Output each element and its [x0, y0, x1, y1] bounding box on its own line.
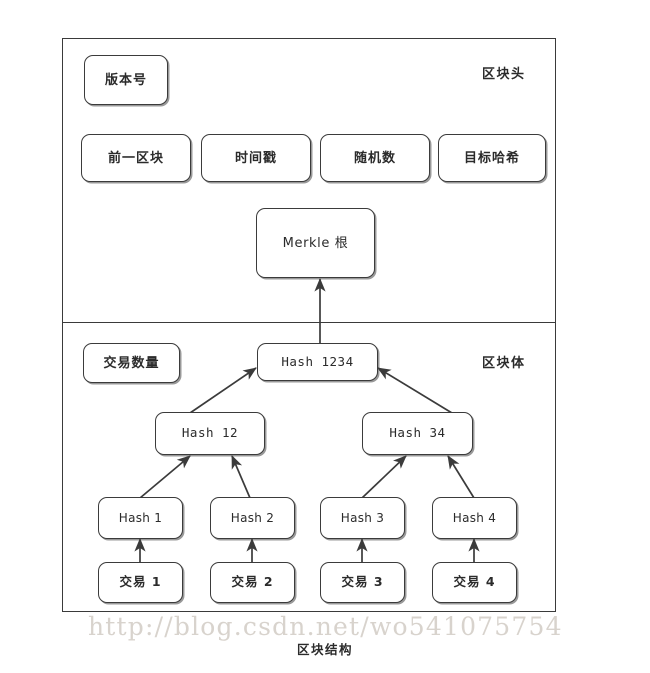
- transaction-3-label: 交易 3: [341, 574, 384, 590]
- hash-34-label: Hash 34: [389, 425, 446, 441]
- hash-1-label: Hash 1: [118, 511, 163, 525]
- block-body-tag: 区块体: [482, 356, 526, 371]
- hash-3-box: Hash 3: [320, 497, 405, 539]
- transaction-1-box: 交易 1: [98, 562, 183, 603]
- hash-34-box: Hash 34: [362, 412, 473, 455]
- hash-3-label: Hash 3: [340, 511, 385, 525]
- hash-12-box: Hash 12: [155, 412, 265, 455]
- hash-1234-box: Hash 1234: [257, 343, 378, 381]
- hash-4-box: Hash 4: [432, 497, 517, 539]
- prev-block-label: 前一区块: [107, 150, 164, 166]
- timestamp-box: 时间戳: [201, 134, 311, 182]
- hash-1-box: Hash 1: [98, 497, 183, 539]
- hash-4-label: Hash 4: [452, 511, 497, 525]
- hash-2-label: Hash 2: [230, 511, 275, 525]
- transaction-1-label: 交易 1: [119, 574, 162, 590]
- transaction-2-box: 交易 2: [210, 562, 295, 603]
- hash-1234-label: Hash 1234: [281, 353, 354, 369]
- prev-block-box: 前一区块: [81, 134, 191, 182]
- target-hash-label: 目标哈希: [463, 150, 520, 166]
- merkle-root-box: Merkle 根: [256, 208, 375, 278]
- target-hash-box: 目标哈希: [438, 134, 546, 182]
- tx-count-box: 交易数量: [83, 343, 180, 383]
- nonce-label: 随机数: [353, 150, 396, 166]
- hash-12-label: Hash 12: [181, 425, 239, 441]
- csdn-watermark: http://blog.csdn.net/wo541075754: [88, 612, 563, 641]
- tx-count-label: 交易数量: [103, 355, 160, 371]
- nonce-box: 随机数: [320, 134, 430, 182]
- block-header-tag: 区块头: [482, 67, 526, 82]
- transaction-3-box: 交易 3: [320, 562, 405, 603]
- diagram-caption: 区块结构: [296, 642, 353, 657]
- version-label: 版本号: [104, 72, 147, 88]
- transaction-4-box: 交易 4: [432, 562, 517, 603]
- block-outer-frame: [62, 38, 556, 612]
- version-box: 版本号: [84, 55, 168, 105]
- merkle-root-label: Merkle 根: [282, 235, 349, 251]
- timestamp-label: 时间戳: [234, 150, 277, 166]
- transaction-4-label: 交易 4: [453, 574, 496, 590]
- hash-2-box: Hash 2: [210, 497, 295, 539]
- header-body-divider: [62, 322, 556, 323]
- transaction-2-label: 交易 2: [231, 574, 274, 590]
